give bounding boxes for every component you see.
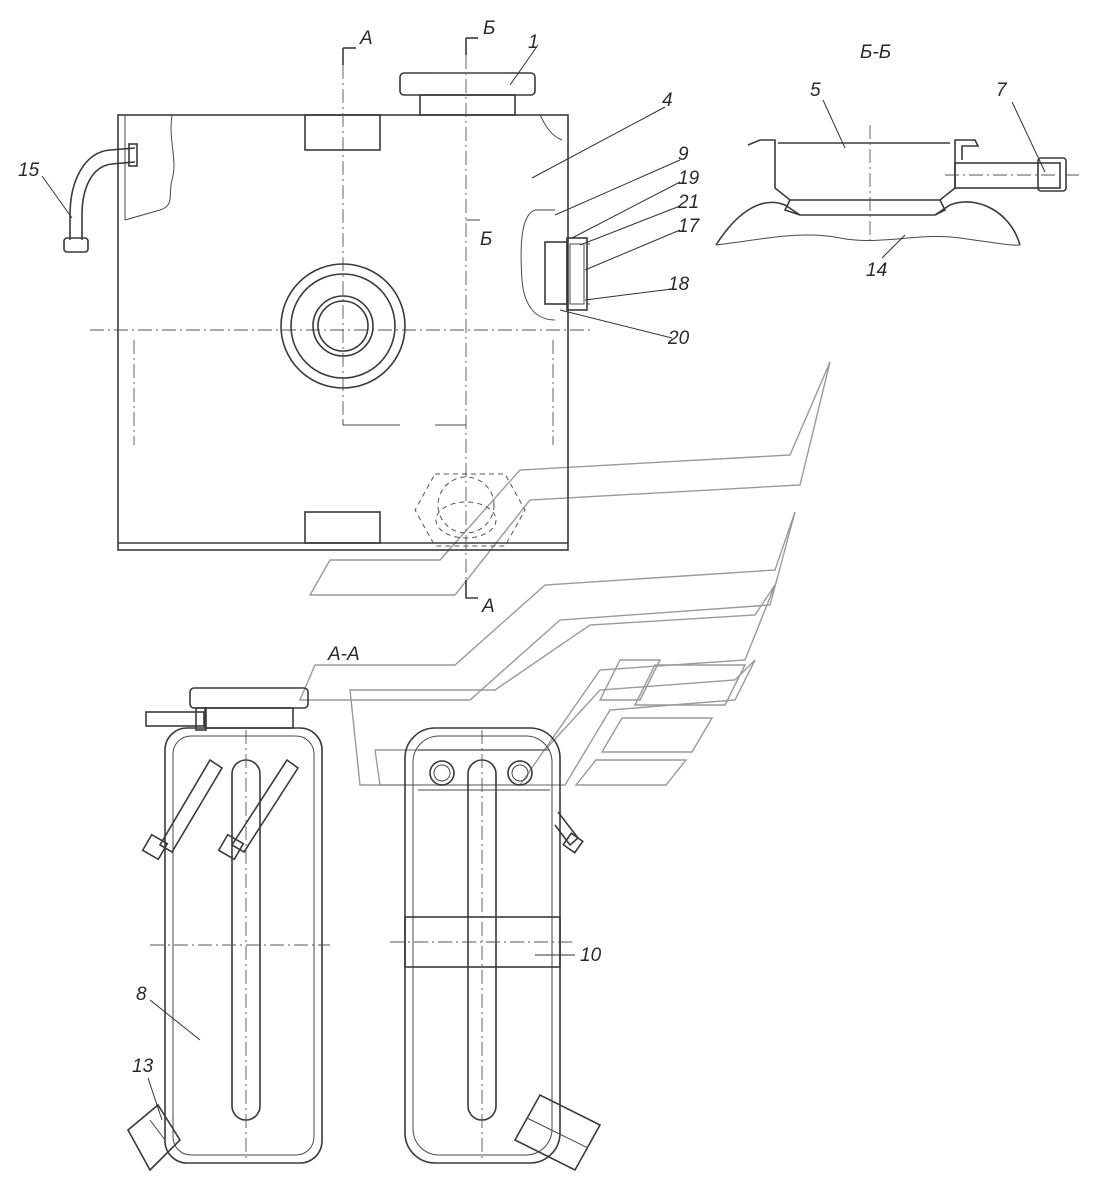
label-part-21: 21 <box>677 192 699 213</box>
section-aa-view: А-А <box>126 644 360 1172</box>
cut-marker-a-top: А <box>359 28 373 49</box>
front-view: А Б <box>63 18 590 617</box>
label-part-1: 1 <box>528 32 539 53</box>
cut-marker-a-lower: А <box>481 596 495 617</box>
label-part-17: 17 <box>678 216 701 237</box>
cut-marker-b-lower: Б <box>480 229 492 250</box>
section-bb-labels: 5 7 14 <box>810 80 1046 281</box>
section-aa-title: А-А <box>327 644 360 665</box>
label-part-8: 8 <box>136 984 147 1005</box>
label-part-15: 15 <box>18 160 40 181</box>
label-part-18: 18 <box>668 274 690 295</box>
label-part-4: 4 <box>662 90 673 111</box>
label-part-5: 5 <box>810 80 821 101</box>
label-part-14: 14 <box>866 260 887 281</box>
side-view-labels: 10 <box>535 945 602 966</box>
front-view-labels: 1 4 9 19 21 17 18 20 15 <box>18 32 701 349</box>
watermark-logo <box>298 361 831 786</box>
label-part-20: 20 <box>667 328 690 349</box>
label-part-19: 19 <box>678 168 700 189</box>
section-bb-title: Б-Б <box>860 42 891 63</box>
label-part-9: 9 <box>678 144 689 165</box>
label-part-7: 7 <box>996 80 1008 101</box>
side-view <box>390 727 602 1172</box>
section-aa-labels: 8 13 <box>132 984 201 1121</box>
label-part-10: 10 <box>580 945 602 966</box>
section-bb-view: Б-Б <box>715 42 1080 246</box>
cut-marker-b-top: Б <box>483 18 495 39</box>
label-part-13: 13 <box>132 1056 154 1077</box>
